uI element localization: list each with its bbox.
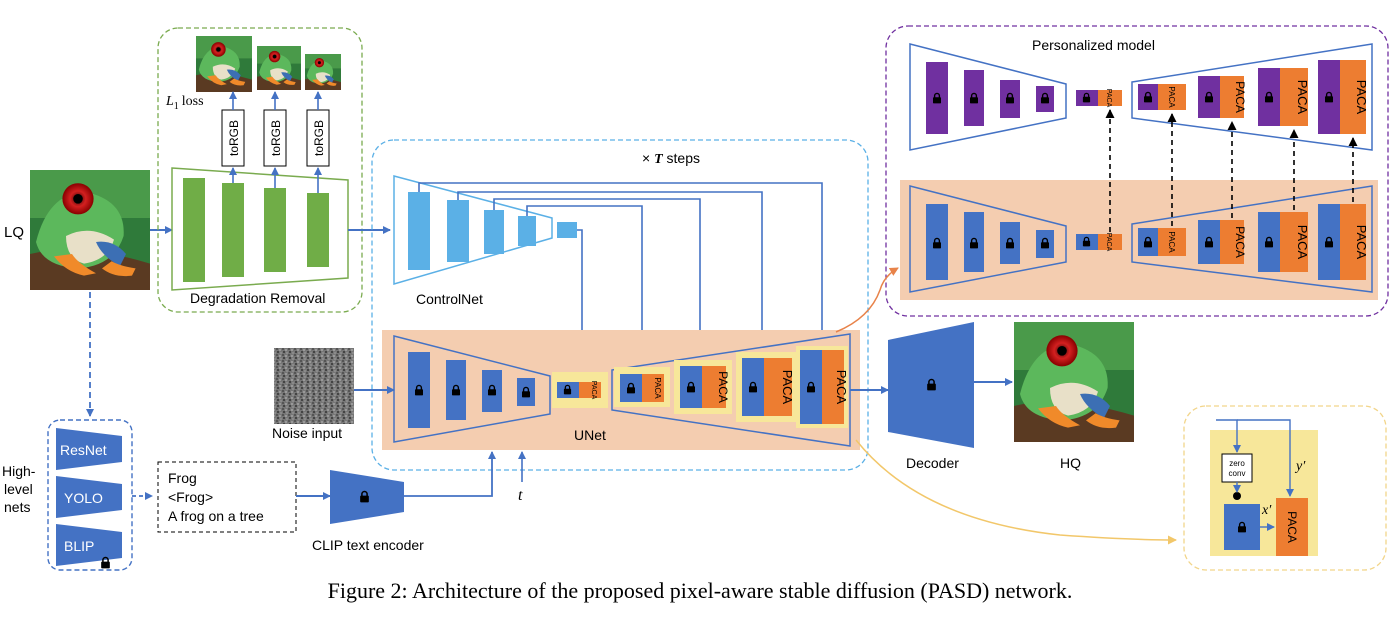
high-level-label-2: level <box>4 481 33 497</box>
degradation-layer-2 <box>222 183 244 277</box>
prompt-line-1: Frog <box>168 470 197 486</box>
svg-text:PACA: PACA <box>1285 511 1299 543</box>
svg-text:toRGB: toRGB <box>269 120 283 156</box>
svg-text:PACA: PACA <box>590 381 597 400</box>
text-prompt-box <box>157 461 297 533</box>
blip-label: BLIP <box>64 538 94 554</box>
controlnet-layer-2 <box>447 200 469 262</box>
torgb-2: toRGB <box>263 109 287 167</box>
prompt-line-3: A frog on a tree <box>168 508 264 524</box>
zero-conv-box: zero conv <box>1221 453 1253 483</box>
noise-label: Noise input <box>272 425 342 441</box>
figure-caption: Figure 2: Architecture of the proposed p… <box>328 578 1073 603</box>
svg-text:PACA: PACA <box>1167 86 1176 108</box>
controlnet-title: ControlNet <box>416 291 483 307</box>
x-prime-label: x′ <box>1261 503 1272 518</box>
decoder-label: Decoder <box>906 455 959 471</box>
unet-dec-1-paca <box>642 374 664 402</box>
unet-mid-paca <box>579 382 601 398</box>
personalized-box <box>885 25 1389 317</box>
svg-text:conv: conv <box>1229 469 1246 478</box>
svg-text:toRGB: toRGB <box>312 120 326 156</box>
controlnet-layer-5 <box>557 222 577 238</box>
t-steps-box <box>371 139 869 471</box>
unet-decoder-funnel <box>611 333 851 447</box>
torgb-3: toRGB <box>306 109 330 167</box>
unet-dec-4-paca <box>822 350 844 424</box>
personalized-title: Personalized model <box>1032 37 1155 53</box>
unet-dec-3-paca <box>764 358 792 416</box>
degradation-removal-box <box>157 27 363 313</box>
degradation-funnel <box>171 167 349 291</box>
paca-detail-box <box>1183 405 1387 571</box>
prompt-line-2: <Frog> <box>168 489 213 505</box>
hq-image <box>1014 322 1134 442</box>
controlnet-funnel <box>393 175 553 285</box>
controlnet-layer-3 <box>484 210 504 254</box>
controlnet-layer-4 <box>518 216 536 246</box>
unet-dec-2-paca <box>702 366 726 408</box>
svg-text:PACA: PACA <box>1233 81 1247 113</box>
svg-text:zero: zero <box>1229 459 1245 468</box>
svg-text:PACA: PACA <box>780 370 795 405</box>
lq-image <box>30 170 150 290</box>
lq-label: LQ <box>4 224 24 241</box>
resnet-label: ResNet <box>60 442 107 458</box>
high-level-label-3: nets <box>4 499 30 515</box>
svg-text:PACA: PACA <box>1105 233 1112 252</box>
unet-encoder-funnel <box>393 335 551 443</box>
svg-text:PACA: PACA <box>1295 80 1310 115</box>
yolo-label: YOLO <box>64 490 103 506</box>
unet-title: UNet <box>574 427 606 443</box>
degradation-title: Degradation Removal <box>190 290 325 306</box>
degradation-layer-1 <box>183 178 205 282</box>
t-label: t <box>518 487 523 504</box>
svg-text:PACA: PACA <box>716 371 730 403</box>
svg-text:PACA: PACA <box>1167 231 1176 253</box>
high-level-label-1: High- <box>2 463 36 479</box>
degradation-layer-3 <box>264 188 286 272</box>
svg-text:PACA: PACA <box>1233 226 1247 258</box>
paca-detail-paca-block <box>1276 498 1308 556</box>
svg-text:PACA: PACA <box>1295 225 1310 260</box>
clip-label: CLIP text encoder <box>312 537 424 553</box>
target-images <box>196 36 341 92</box>
y-prime-label: y′ <box>1294 459 1306 474</box>
svg-text:toRGB: toRGB <box>227 120 241 156</box>
svg-text:PACA: PACA <box>1354 225 1369 260</box>
svg-text:PACA: PACA <box>1105 89 1112 108</box>
noise-image <box>274 348 354 424</box>
torgb-1: toRGB <box>221 109 245 167</box>
t-steps-label: × T steps <box>642 150 700 167</box>
svg-text:PACA: PACA <box>1354 80 1369 115</box>
hq-label: HQ <box>1060 455 1081 471</box>
degradation-layer-4 <box>307 193 329 267</box>
controlnet-layer-1 <box>408 192 430 270</box>
svg-text:PACA: PACA <box>653 377 662 399</box>
svg-text:PACA: PACA <box>834 370 849 405</box>
